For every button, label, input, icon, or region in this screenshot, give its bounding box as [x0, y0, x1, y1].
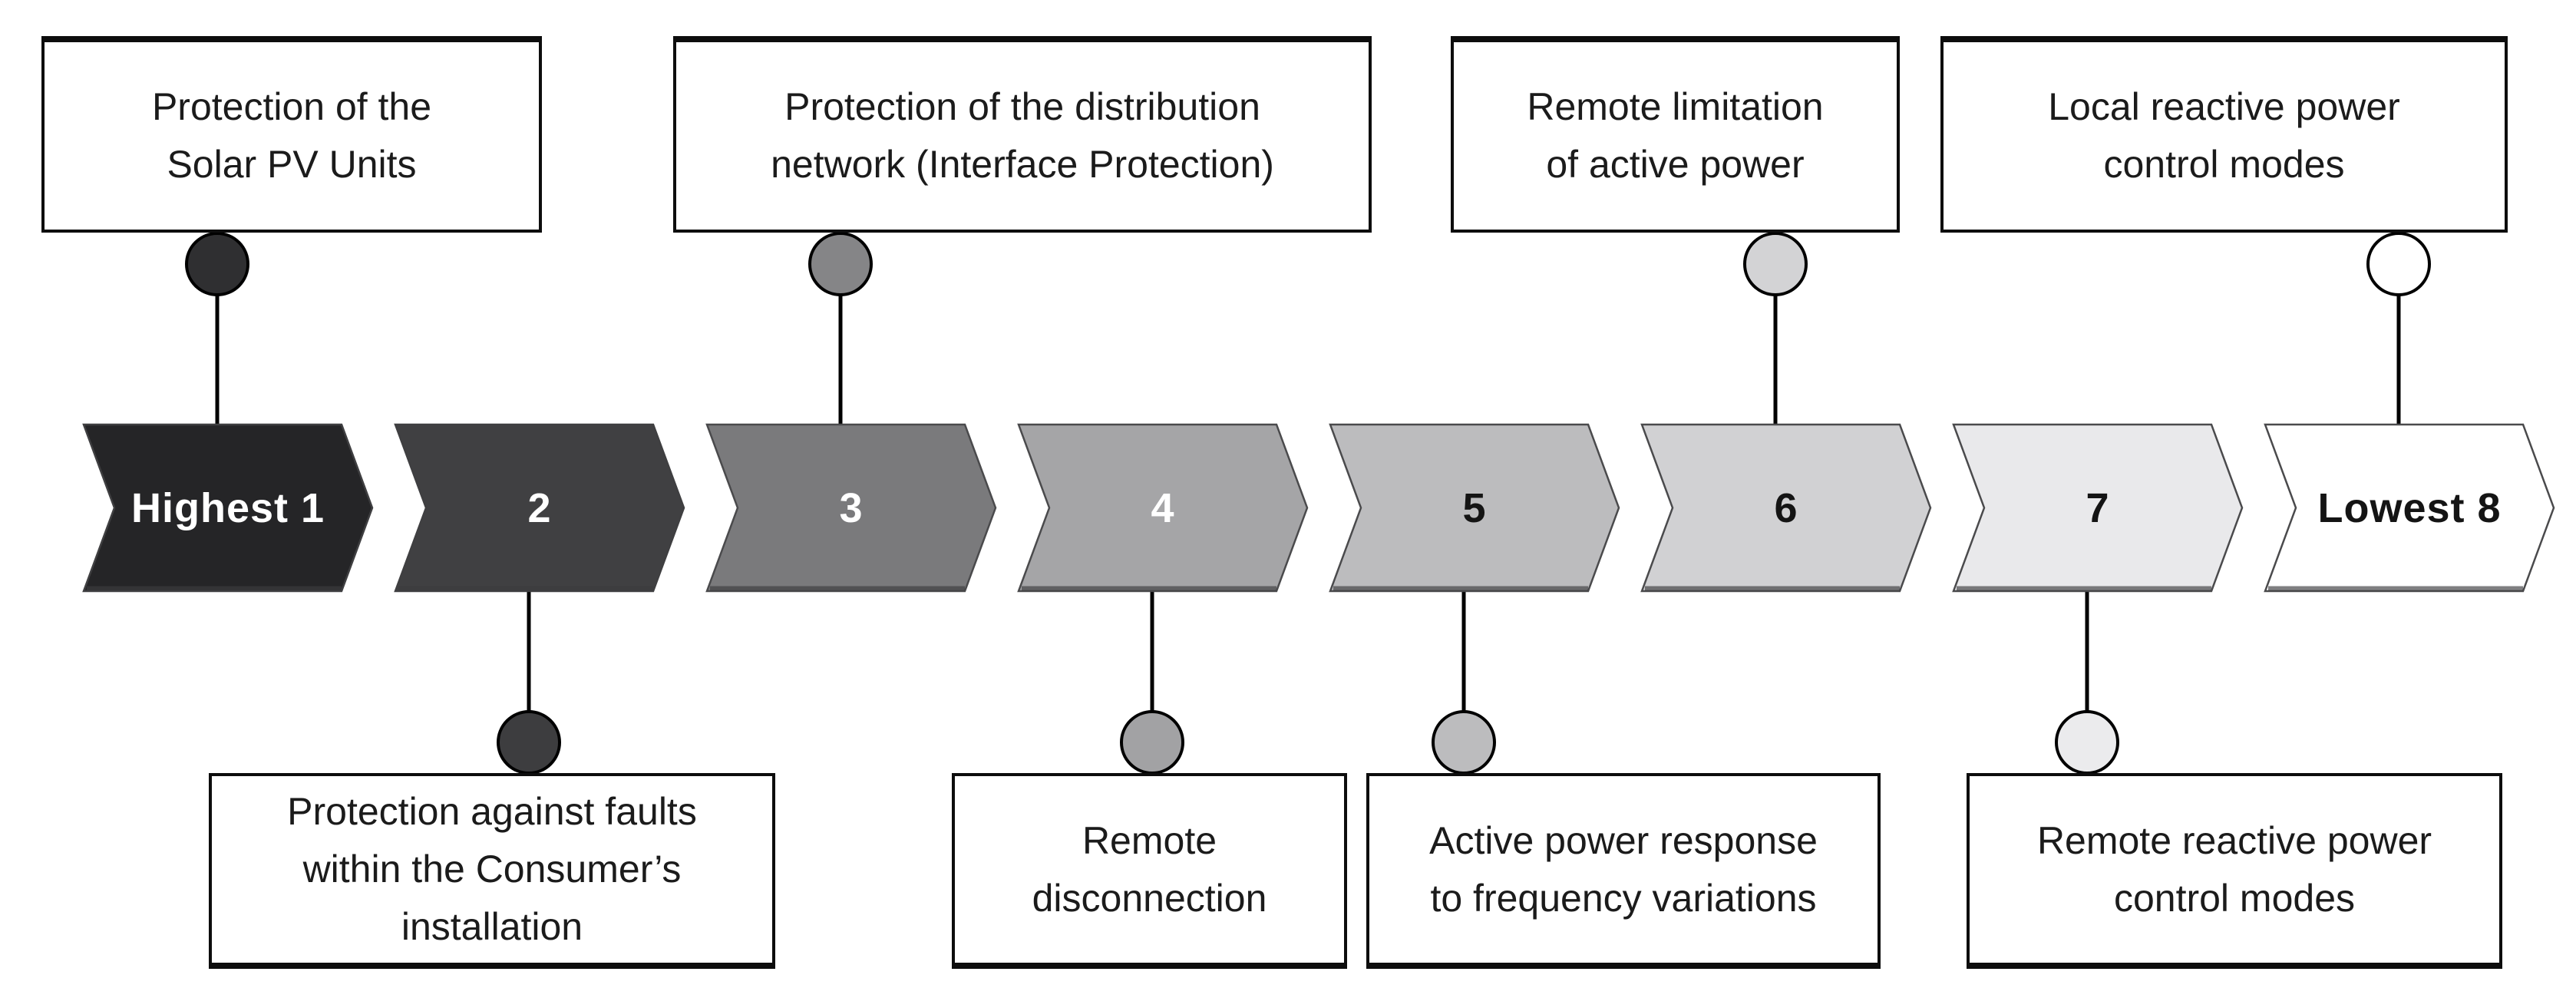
chevron-label-3: 3 — [722, 425, 980, 591]
chevron-label-text: 4 — [1151, 484, 1175, 531]
bottom-box-line: Remote reactive power — [2036, 818, 2432, 862]
top-box-line: Solar PV Units — [167, 143, 417, 186]
priority-chevron-4 — [1017, 423, 1309, 593]
top-box-line: Remote limitation — [1527, 85, 1824, 128]
top-box-interface-protection: Protection of the distribution network (… — [673, 36, 1372, 233]
bottom-box-remote-disconnection: Remote disconnection — [952, 773, 1347, 969]
bottom-box-consumer-faults: Protection against faults within the Con… — [209, 773, 775, 969]
top-box-remote-limitation: Remote limitation of active power — [1451, 36, 1900, 233]
chevron-label-5: 5 — [1346, 425, 1603, 591]
chevron-label-text: 6 — [1774, 484, 1798, 531]
top-box-protection-solar-pv: Protection of the Solar PV Units — [41, 36, 542, 233]
top-box-line: control modes — [2103, 143, 2345, 186]
chevron-label-text: 5 — [1462, 484, 1487, 531]
top-box-line: Protection of the — [151, 85, 432, 128]
top-box-local-reactive-power: Local reactive power control modes — [1940, 36, 2508, 233]
connector-dot-chevron-7 — [2055, 710, 2119, 775]
top-box-line: Local reactive power — [2048, 85, 2400, 128]
bottom-box-line: to frequency variations — [1430, 876, 1817, 920]
top-box-line: Protection of the distribution — [784, 85, 1260, 128]
bottom-box-line: within the Consumer’s — [302, 848, 682, 891]
bottom-box-line: control modes — [2113, 876, 2356, 920]
chevron-label-4: 4 — [1034, 425, 1292, 591]
priority-chevron-2 — [394, 423, 685, 593]
top-box-line: of active power — [1546, 143, 1805, 186]
priority-chevron-6 — [1640, 423, 1932, 593]
chevron-label-2: 2 — [411, 425, 669, 591]
chevron-label-7: 7 — [1969, 425, 2227, 591]
chevron-label-8: Lowest 8 — [2280, 425, 2538, 591]
connector-dot-chevron-2 — [497, 710, 561, 775]
connector-dot-chevron-1 — [185, 232, 249, 296]
bottom-box-remote-reactive-power: Remote reactive power control modes — [1967, 773, 2502, 969]
chevron-label-text: 2 — [527, 484, 552, 531]
connector-dot-chevron-6 — [1743, 232, 1808, 296]
priority-chevron-8 — [2264, 423, 2555, 593]
bottom-box-line: Active power response — [1429, 818, 1818, 862]
priority-chevron-3 — [705, 423, 997, 593]
bottom-box-line: Remote — [1082, 818, 1217, 862]
priority-chevron-5 — [1329, 423, 1620, 593]
top-box-line: network (Interface Protection) — [771, 143, 1274, 186]
chevron-label-1: Highest 1 — [99, 425, 357, 591]
connector-dot-chevron-8 — [2366, 232, 2431, 296]
connector-dot-chevron-5 — [1432, 710, 1496, 775]
chevron-label-text: Lowest 8 — [2317, 484, 2502, 531]
chevron-label-6: 6 — [1657, 425, 1915, 591]
bottom-box-line: Protection against faults — [287, 790, 697, 833]
bottom-box-line: disconnection — [1032, 876, 1267, 920]
chevron-label-text: 3 — [839, 484, 864, 531]
bottom-box-frequency-response: Active power response to frequency varia… — [1366, 773, 1881, 969]
bottom-box-line: installation — [401, 905, 583, 948]
connector-dot-chevron-4 — [1120, 710, 1184, 775]
priority-chevron-7 — [1952, 423, 2244, 593]
connector-dot-chevron-3 — [808, 232, 873, 296]
priority-chevron-1 — [82, 423, 374, 593]
chevron-label-text: 7 — [2086, 484, 2110, 531]
chevron-label-text: Highest 1 — [130, 484, 325, 531]
